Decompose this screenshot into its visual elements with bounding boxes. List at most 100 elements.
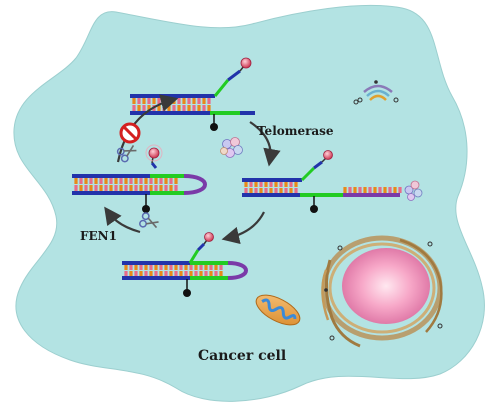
base-tick xyxy=(264,182,268,187)
arrow-left-to-top xyxy=(116,94,179,163)
base-tick xyxy=(154,271,158,276)
base-tick xyxy=(202,98,206,104)
base-tick xyxy=(149,271,153,276)
scissors-icon xyxy=(116,144,137,163)
mitochondrion-icon xyxy=(255,294,301,326)
base-tick xyxy=(159,185,163,191)
base-tick xyxy=(214,271,218,276)
base-tick xyxy=(179,271,183,276)
base-tick xyxy=(124,265,128,270)
telomerase-icon xyxy=(220,137,243,158)
base-tick xyxy=(152,98,156,104)
base-tick xyxy=(174,185,178,191)
base-tick xyxy=(79,178,83,184)
base-tick xyxy=(157,105,161,111)
arrow-right-to-bottom xyxy=(221,211,265,245)
base-tick xyxy=(162,105,166,111)
base-tick xyxy=(378,187,382,193)
base-tick xyxy=(94,185,98,191)
arrow-bottom-to-left xyxy=(104,206,141,234)
base-tick xyxy=(74,185,78,191)
base-tick xyxy=(274,188,278,193)
base-tick xyxy=(129,265,133,270)
base-tick xyxy=(139,265,143,270)
base-tick xyxy=(249,182,253,187)
base-tick xyxy=(142,98,146,104)
base-tick xyxy=(124,178,128,184)
base-tick xyxy=(353,187,357,193)
base-tick xyxy=(104,178,108,184)
base-tick xyxy=(114,185,118,191)
base-tick xyxy=(134,271,138,276)
base-tick xyxy=(194,265,198,270)
base-tick xyxy=(164,178,168,184)
base-tick xyxy=(144,271,148,276)
base-tick xyxy=(172,105,176,111)
base-tick xyxy=(182,98,186,104)
base-tick xyxy=(149,178,153,184)
base-tick xyxy=(164,185,168,191)
base-tick xyxy=(89,178,93,184)
base-tick xyxy=(254,188,258,193)
base-tick xyxy=(194,271,198,276)
golgi-icon xyxy=(353,80,399,105)
base-tick xyxy=(177,98,181,104)
base-tick xyxy=(388,187,392,193)
base-tick xyxy=(199,271,203,276)
dna-hairpin-bottom xyxy=(122,232,248,297)
base-tick xyxy=(192,98,196,104)
arrow-top-to-right xyxy=(249,121,281,167)
base-tick xyxy=(149,265,153,270)
base-tick xyxy=(147,105,151,111)
base-tick xyxy=(358,187,362,193)
base-tick xyxy=(259,182,263,187)
telomerase-icon xyxy=(404,180,423,201)
base-tick xyxy=(132,98,136,104)
base-tick xyxy=(244,182,248,187)
base-tick xyxy=(137,98,141,104)
base-tick xyxy=(142,105,146,111)
label-cancer-cell: Cancer cell xyxy=(198,348,286,364)
base-tick xyxy=(204,265,208,270)
base-tick xyxy=(187,98,191,104)
base-tick xyxy=(219,265,223,270)
base-tick xyxy=(197,105,201,111)
base-tick xyxy=(383,187,387,193)
base-tick xyxy=(139,185,143,191)
base-tick xyxy=(154,185,158,191)
base-tick xyxy=(169,185,173,191)
base-tick xyxy=(84,178,88,184)
base-tick xyxy=(174,265,178,270)
base-tick xyxy=(164,265,168,270)
base-tick xyxy=(284,188,288,193)
base-tick xyxy=(294,188,298,193)
base-tick xyxy=(279,182,283,187)
base-tick xyxy=(99,178,103,184)
base-tick xyxy=(104,185,108,191)
base-tick xyxy=(184,271,188,276)
label-fen1: FEN1 xyxy=(80,229,117,243)
base-tick xyxy=(214,265,218,270)
base-tick xyxy=(144,178,148,184)
base-tick xyxy=(343,187,347,193)
base-tick xyxy=(129,178,133,184)
cycle-arrows xyxy=(104,94,281,245)
base-tick xyxy=(189,265,193,270)
base-tick xyxy=(187,105,191,111)
base-tick xyxy=(109,178,113,184)
base-tick xyxy=(172,98,176,104)
base-tick xyxy=(137,105,141,111)
base-tick xyxy=(254,182,258,187)
base-tick xyxy=(179,265,183,270)
base-tick xyxy=(189,271,193,276)
base-tick xyxy=(149,185,153,191)
base-tick xyxy=(398,187,402,193)
base-tick xyxy=(294,182,298,187)
base-tick xyxy=(348,187,352,193)
base-tick xyxy=(202,105,206,111)
base-tick xyxy=(74,178,78,184)
base-tick xyxy=(174,271,178,276)
base-tick xyxy=(199,265,203,270)
